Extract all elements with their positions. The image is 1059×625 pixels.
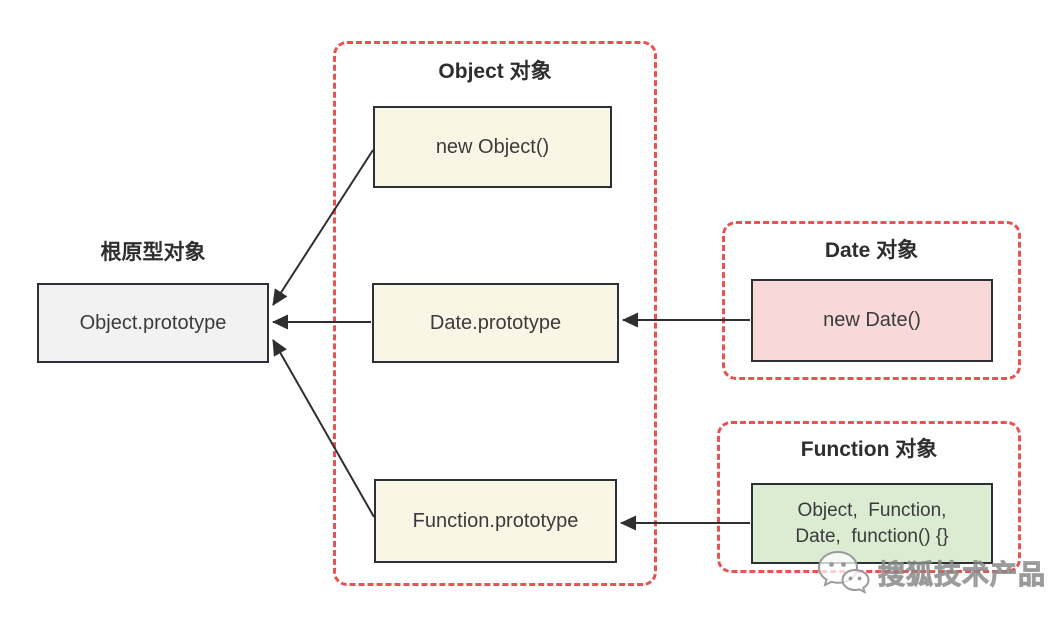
new-date-node: new Date() bbox=[751, 279, 993, 362]
function-constructors-line1: Object, Function, bbox=[797, 499, 947, 521]
function-group-frame bbox=[717, 421, 1021, 573]
date-group-title: Date 对象 bbox=[824, 239, 919, 262]
function-group-title: Function 对象 bbox=[800, 438, 938, 461]
new-object-node: new Object() bbox=[373, 106, 612, 188]
function-prototype-node: Function.prototype bbox=[374, 479, 617, 563]
date-prototype-node: Date.prototype bbox=[372, 283, 619, 363]
wechat-bubbles-icon bbox=[817, 550, 870, 594]
function-constructors-node: Object, Function, Date, function() {} bbox=[751, 483, 993, 564]
date-group-frame bbox=[722, 221, 1021, 380]
object-group-title: Object 对象 bbox=[438, 60, 552, 83]
watermark: 搜狐技术产品 bbox=[816, 548, 1046, 596]
watermark-text: 搜狐技术产品 bbox=[878, 559, 1046, 590]
object-prototype-node: Object.prototype bbox=[37, 283, 269, 363]
root-prototype-label: 根原型对象 bbox=[100, 241, 206, 264]
object-group-frame bbox=[333, 41, 657, 586]
function-constructors-line2: Date, function() {} bbox=[795, 525, 949, 547]
